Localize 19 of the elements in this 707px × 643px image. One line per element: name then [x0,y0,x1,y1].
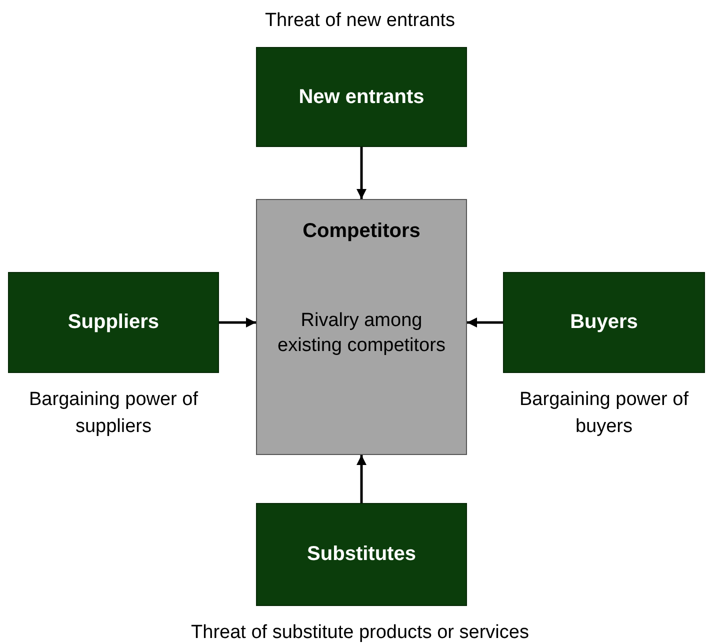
force-caption: Bargaining power of buyers [518,388,690,439]
force-box [503,272,705,373]
arrow [219,318,256,328]
box-title: Suppliers [68,311,160,334]
arrow [356,455,366,503]
arrow [356,147,366,199]
force-box [256,503,467,606]
force-box [256,47,467,147]
box-heading: Competitors [302,220,420,243]
force-caption: Threat of substitute products or services [190,621,530,643]
force-caption: Bargaining power of suppliers [28,388,199,439]
force-caption: Threat of new entrants [264,9,456,33]
central-box [256,199,467,455]
arrow [467,318,503,328]
force-box [8,272,219,373]
box-description: Rivalry among existing competitors [276,309,446,358]
box-title: Substitutes [307,543,416,566]
box-title: Buyers [570,311,638,334]
box-title: New entrants [298,86,424,108]
